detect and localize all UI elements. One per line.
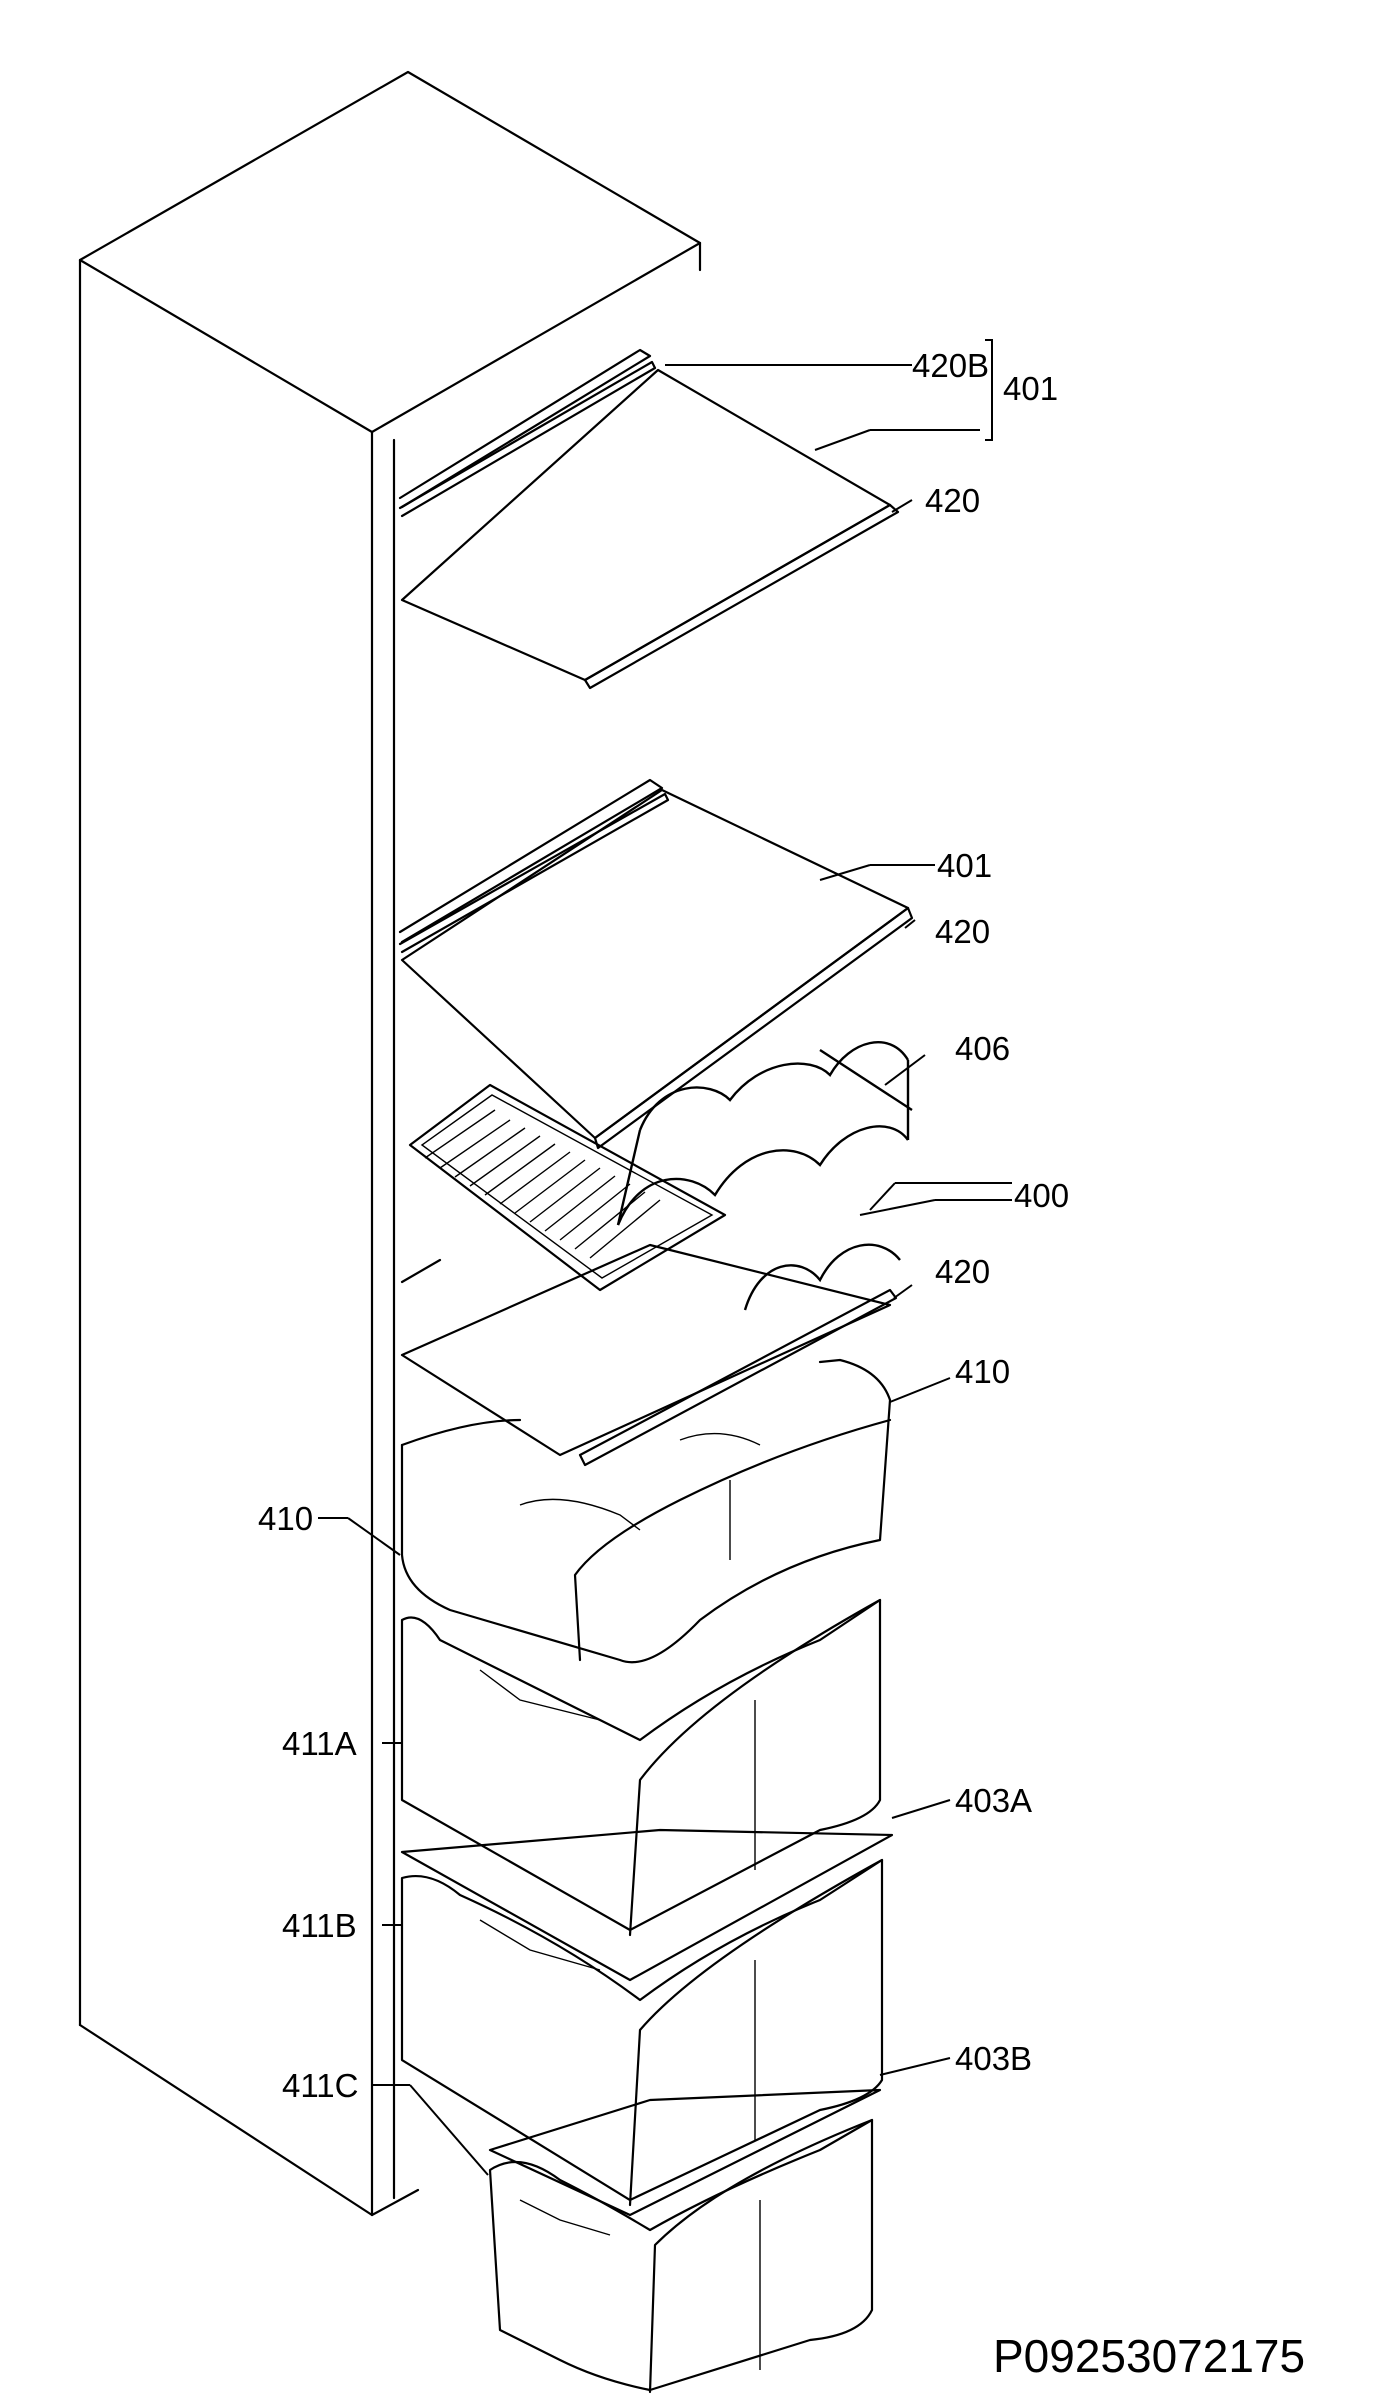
refrigerator-cabinet [78,70,702,2217]
glass-shelf-middle [398,778,914,1150]
label-403B: 403B [955,2040,1032,2077]
label-406: 406 [955,1030,1010,1067]
label-420B: 420B [912,347,989,384]
glass-shelf-lower [400,1243,898,1467]
label-420-middle: 420 [935,913,990,950]
salad-drawers [400,1358,892,1664]
crisper-drawer-b [400,1858,884,2207]
label-411A: 411A [282,1725,357,1762]
label-411C: 411C [282,2067,358,2104]
label-401-middle: 401 [937,847,992,884]
crisper-drawer-c [488,2118,874,2394]
wire-shelf [408,1083,727,1292]
label-420-top: 420 [925,482,980,519]
label-410-right: 410 [955,1353,1010,1390]
glass-shelf-top [398,348,900,690]
label-420-lower: 420 [935,1253,990,1290]
glass-cover-a [400,1828,894,1982]
label-410-left: 410 [258,1500,313,1537]
part-labels: 420B 401 420 401 420 406 400 420 410 410… [258,347,1069,2104]
label-411B: 411B [282,1907,357,1944]
drawing-code: P09253072175 [993,2330,1305,2382]
label-403A: 403A [955,1782,1032,1819]
leader-lines [318,339,1012,2176]
glass-cover-b [488,2088,882,2217]
label-401-top: 401 [1003,370,1058,407]
crisper-drawer-a [400,1598,882,1937]
label-400: 400 [1014,1177,1069,1214]
bottle-rack [616,1041,913,1311]
